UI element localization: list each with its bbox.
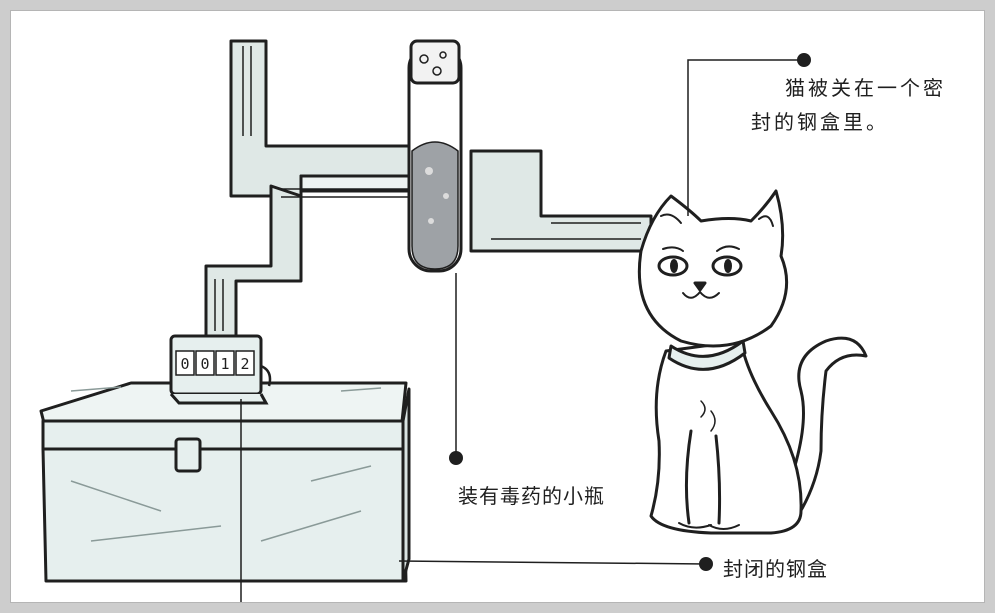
cat-label-line1: 猫被关在一个密 xyxy=(785,76,946,100)
vial-label: 装有毒药的小瓶 xyxy=(458,484,605,508)
counter-digit: 2 xyxy=(240,355,249,373)
box-body xyxy=(41,447,408,583)
cat-tail xyxy=(779,336,868,528)
counter-digit: 0 xyxy=(200,355,209,373)
cat-nose xyxy=(693,281,707,292)
callout-dot-box xyxy=(699,557,713,571)
callout-lines xyxy=(240,59,804,602)
box-label: 封闭的钢盒 xyxy=(723,557,828,581)
vial-cork xyxy=(409,39,461,85)
cat-label: 猫被关在一个密 封的钢盒里。 xyxy=(751,71,946,139)
pipe-right-section xyxy=(469,149,653,253)
callout-dots xyxy=(449,53,811,571)
cat-collar xyxy=(667,339,747,371)
box-latch xyxy=(174,437,202,473)
cat xyxy=(637,189,868,535)
illustration-panel: 0 0 1 2 xyxy=(10,10,985,603)
callout-dot-cat xyxy=(797,53,811,67)
callout-line-cat xyxy=(687,59,804,216)
box-lid-front xyxy=(41,419,405,451)
cat-label-line2: 封的钢盒里。 xyxy=(751,110,889,134)
callout-line-box xyxy=(398,560,707,565)
counter-digit: 0 xyxy=(180,355,189,373)
counter-digits: 0 0 1 2 xyxy=(175,350,255,376)
geiger-counter: 0 0 1 2 xyxy=(169,334,272,405)
callout-dot-vial xyxy=(449,451,463,465)
cat-body xyxy=(649,339,803,535)
pipe-top-vertical xyxy=(229,39,413,198)
poison-vial xyxy=(407,39,463,273)
pipe-to-counter xyxy=(204,184,303,338)
counter-digit: 1 xyxy=(220,355,229,373)
schrodinger-cat-illustration: 0 0 1 2 xyxy=(39,39,868,602)
pipe-network xyxy=(204,39,653,338)
steel-box xyxy=(39,381,411,583)
